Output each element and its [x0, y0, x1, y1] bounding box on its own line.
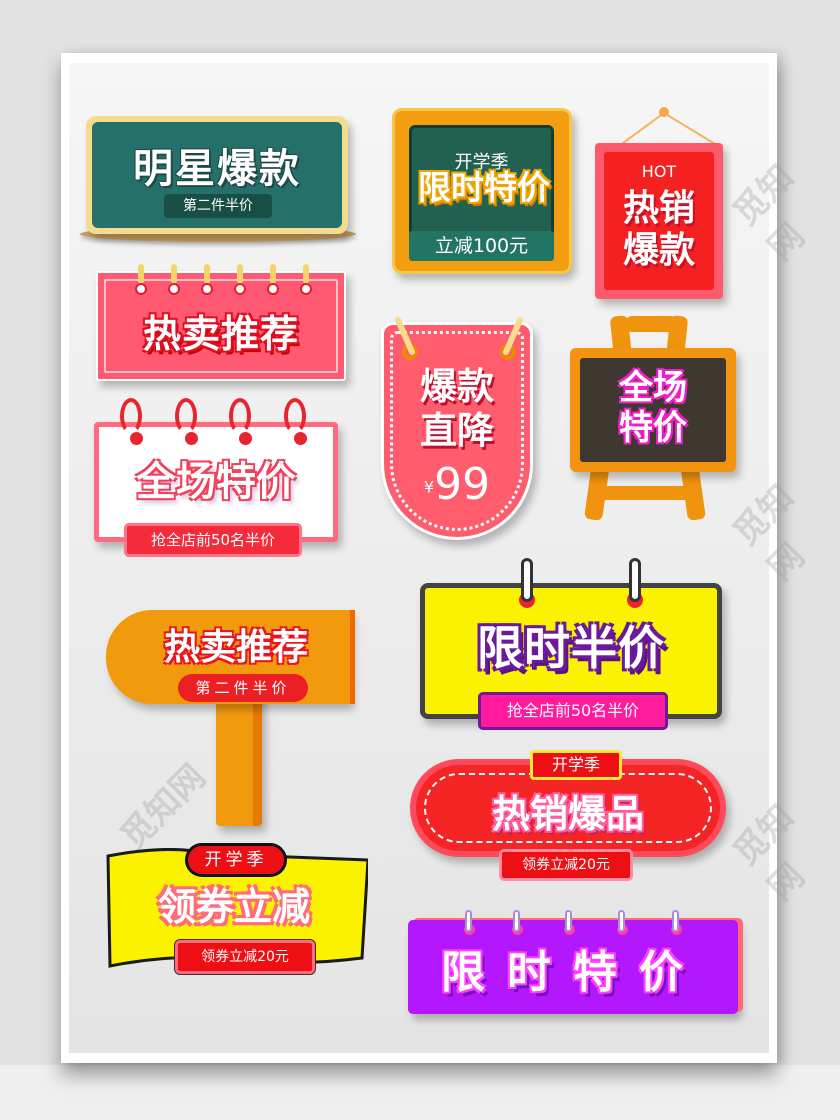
title-line-1: 热销: [622, 188, 695, 229]
sticker-top-label: 开学季: [454, 152, 509, 173]
sticker-title: 限时特价: [418, 168, 550, 207]
binder-ring-icon: [303, 264, 309, 284]
binder-hole-icon: [185, 432, 198, 445]
sticker-school-limited: 开学季 限时特价 立减100元: [392, 108, 572, 274]
binder-ring-icon: [171, 264, 177, 284]
binder-ring-icon: [120, 398, 142, 434]
binder-hole-icon: [130, 432, 143, 445]
binder-ring-icon: [270, 264, 276, 284]
binder-ring-icon: [138, 264, 144, 284]
binder-ring-icon: [237, 264, 243, 284]
hanger-icon: [629, 558, 641, 602]
sticker-title: 限时特价: [441, 947, 705, 998]
sticker-subtitle: 抢全店前50名半价: [478, 692, 668, 730]
sticker-subtitle: 抢全店前50名半价: [124, 523, 302, 557]
sticker-top-label: 开学季: [185, 843, 287, 877]
tag-hook-icon: [395, 317, 523, 360]
hot-label: HOT: [641, 162, 677, 181]
binder-ring-icon: [284, 398, 306, 434]
binder-hole-icon: [201, 283, 213, 295]
sticker-subtitle: 第二件半价: [178, 674, 308, 702]
sticker-title: 热销爆品: [491, 792, 644, 836]
sticker-signpost-recommend: 热卖推荐 第二件半价: [106, 610, 350, 704]
sticker-store-wide-calendar: 全场特价: [94, 422, 338, 542]
binder-hole-icon: [267, 283, 279, 295]
hanger-icon: [521, 558, 533, 602]
sticker-subtitle: 领券立减20元: [175, 940, 315, 974]
sticker-easel-sale: 全场 特价: [570, 348, 736, 472]
sticker-title: 领券立减: [157, 885, 310, 929]
page-background-bottom: [0, 1065, 840, 1120]
sticker-title: 爆款 直降: [384, 365, 530, 453]
binder-ring-icon: [672, 910, 679, 932]
title-line-2: 特价: [619, 408, 687, 448]
binder-hole-icon: [294, 432, 307, 445]
price-value: 99: [434, 459, 491, 510]
binder-ring-icon: [513, 910, 520, 932]
sticker-title: 限时半价: [477, 621, 665, 675]
sticker-star-hot: 明星爆款 第二件半价: [86, 116, 348, 234]
binder-ring-icon: [175, 398, 197, 434]
binder-hole-icon: [234, 283, 246, 295]
currency-symbol: ¥: [423, 477, 435, 497]
easel-top: [626, 316, 676, 332]
binder-ring-icon: [229, 398, 251, 434]
binder-hole-icon: [300, 283, 312, 295]
price-label: ¥99: [384, 459, 530, 510]
sticker-title: 热卖推荐: [163, 627, 308, 668]
sticker-subtitle: 立减100元: [409, 231, 554, 261]
binder-ring-icon: [465, 910, 472, 932]
sticker-title: 热销 爆款: [604, 188, 714, 272]
sticker-subtitle: 领券立减20元: [499, 849, 633, 881]
sticker-title: 明星爆款: [133, 146, 301, 192]
binder-ring-icon: [204, 264, 210, 284]
title-line-2: 爆款: [622, 230, 695, 271]
sticker-limited-purple: 限时特价: [408, 920, 738, 1014]
easel-crossbar: [596, 486, 696, 500]
signpost-pole: [216, 690, 262, 826]
sticker-title: 热卖推荐: [142, 312, 299, 356]
title-line-1: 爆款: [420, 365, 494, 408]
binder-hole-icon: [239, 432, 252, 445]
binder-hole-icon: [168, 283, 180, 295]
title-line-1: 全场: [619, 368, 687, 408]
title-line-2: 直降: [420, 409, 494, 452]
sticker-title: 全场 特价: [580, 368, 726, 448]
binder-ring-icon: [618, 910, 625, 932]
sticker-hot-sale: HOT 热销 爆款: [595, 143, 723, 299]
binder-ring-icon: [565, 910, 572, 932]
binder-hole-icon: [135, 283, 147, 295]
sticker-subtitle: 第二件半价: [164, 194, 272, 218]
sticker-top-label: 开学季: [530, 750, 622, 780]
sticker-title: 全场特价: [136, 459, 296, 505]
